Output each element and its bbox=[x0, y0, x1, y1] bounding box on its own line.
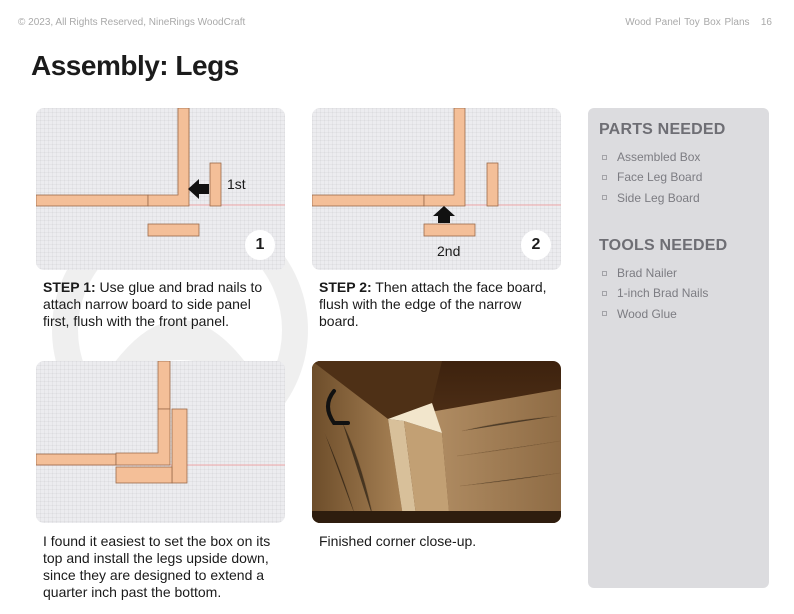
bullet-icon bbox=[602, 311, 607, 317]
tools-list: Brad Nailer 1-inch Brad Nails Wood Glue bbox=[602, 263, 708, 324]
bullet-icon bbox=[602, 290, 607, 296]
face-leg-board bbox=[423, 223, 476, 237]
front-panel-board bbox=[36, 194, 149, 207]
tools-needed-heading: TOOLS NEEDED bbox=[599, 237, 728, 254]
step2-label: STEP 2: bbox=[319, 279, 372, 295]
front-panel-board bbox=[312, 194, 425, 207]
front-panel-board bbox=[36, 453, 117, 466]
part-item: Side Leg Board bbox=[602, 188, 702, 208]
step-badge-1: 1 bbox=[245, 230, 275, 260]
final-leg-diagram bbox=[36, 361, 285, 523]
bullet-icon bbox=[602, 270, 607, 276]
side-panel-board bbox=[157, 361, 171, 410]
part-item: Face Leg Board bbox=[602, 167, 702, 187]
finished-corner-photo bbox=[312, 361, 561, 523]
step1-text: Use glue and brad nails to attach narrow… bbox=[43, 279, 263, 329]
copyright-text: © 2023, All Rights Reserved, NineRings W… bbox=[18, 17, 246, 28]
document-name: Wood Panel Toy Box Plans bbox=[625, 17, 750, 28]
part-item: Assembled Box bbox=[602, 147, 702, 167]
face-leg-board bbox=[115, 466, 173, 484]
bullet-icon bbox=[602, 174, 607, 180]
corner-joint bbox=[115, 408, 171, 466]
step2-caption: STEP 2: Then attach the face board, flus… bbox=[319, 279, 554, 330]
corner-joint bbox=[147, 108, 190, 207]
step1-order-label: 1st bbox=[227, 176, 246, 192]
step2-diagram: 2nd 2 bbox=[312, 108, 561, 270]
step-badge-2: 2 bbox=[521, 230, 551, 260]
bullet-icon bbox=[602, 154, 607, 160]
materials-sidebar: PARTS NEEDED Assembled Box Face Leg Boar… bbox=[588, 108, 769, 588]
step1-caption: STEP 1: Use glue and brad nails to attac… bbox=[43, 279, 278, 330]
tool-item: 1-inch Brad Nails bbox=[602, 283, 708, 303]
arrow-up-icon bbox=[433, 206, 455, 223]
photo-caption: Finished corner close-up. bbox=[319, 533, 477, 549]
bullet-icon bbox=[602, 195, 607, 201]
tool-item: Wood Glue bbox=[602, 304, 708, 324]
step2-text: Then attach the face board, flush with t… bbox=[319, 279, 547, 329]
page-title: Assembly: Legs bbox=[31, 50, 239, 81]
narrow-leg-board bbox=[486, 162, 499, 207]
corner-joint bbox=[423, 108, 466, 207]
page-number: 16 bbox=[760, 17, 772, 28]
face-leg-board bbox=[147, 223, 200, 237]
step1-label: STEP 1: bbox=[43, 279, 96, 295]
narrow-leg-board bbox=[209, 162, 222, 207]
narrow-leg-board bbox=[171, 408, 188, 484]
handle-icon bbox=[326, 389, 350, 425]
tool-item: Brad Nailer bbox=[602, 263, 708, 283]
document-title: Wood Panel Toy Box Plans 16 bbox=[625, 17, 772, 28]
parts-needed-heading: PARTS NEEDED bbox=[599, 121, 726, 138]
tip-caption: I found it easiest to set the box on its… bbox=[43, 533, 271, 600]
step2-order-label: 2nd bbox=[437, 243, 461, 259]
arrow-left-icon bbox=[188, 179, 209, 199]
parts-list: Assembled Box Face Leg Board Side Leg Bo… bbox=[602, 147, 702, 208]
step1-diagram: 1st 1 bbox=[36, 108, 285, 270]
